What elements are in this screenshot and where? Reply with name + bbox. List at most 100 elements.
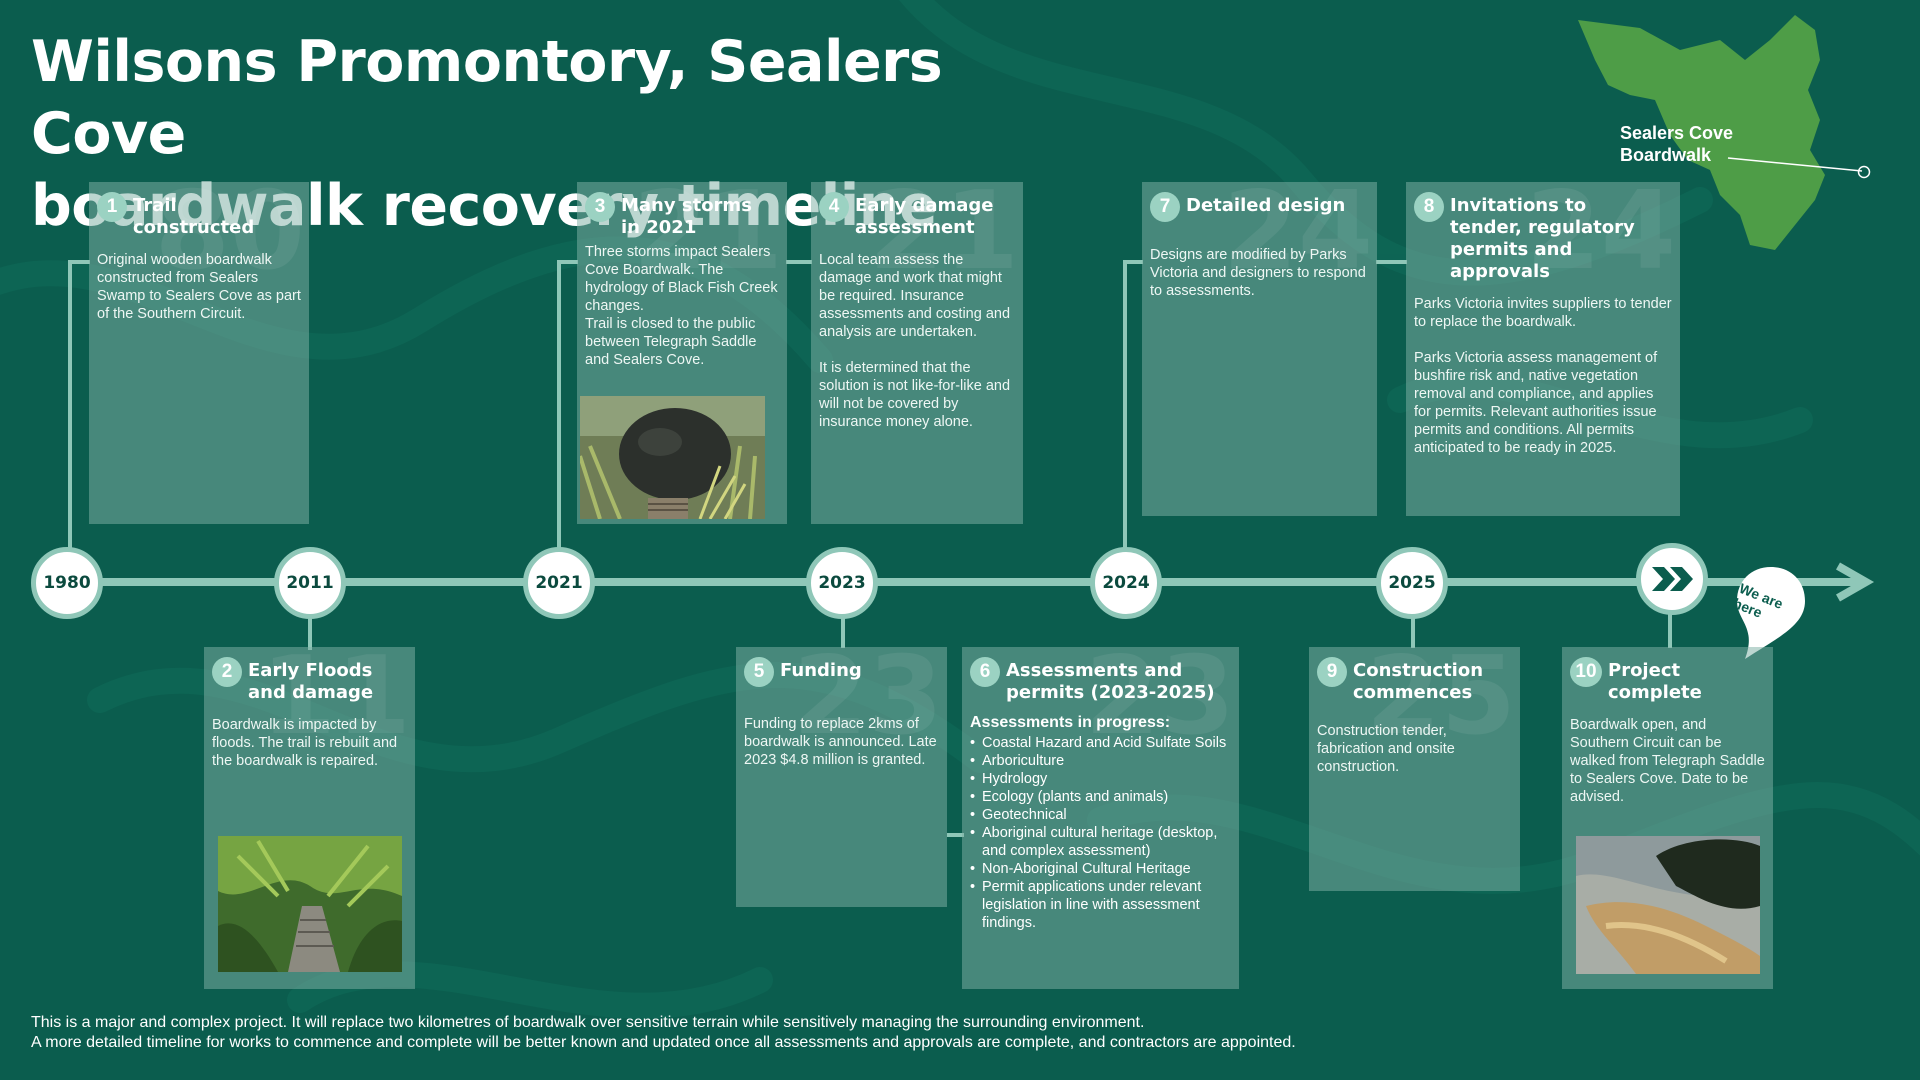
step-badge: 1 [97, 192, 127, 222]
card-header: 5 Funding [744, 657, 939, 687]
card-title-line-1: Project [1608, 660, 1681, 681]
list-item: Hydrology [970, 770, 1231, 788]
card-text: Parks Victoria invites suppliers to tend… [1414, 296, 1672, 330]
step-badge: 6 [970, 657, 1000, 687]
card-title: Early damage assessment [855, 192, 994, 239]
connector-2024 [1123, 260, 1143, 550]
photo-sealers-cove-aerial [1576, 836, 1760, 974]
card-header: 9 Construction commences [1317, 657, 1512, 704]
card-title: Detailed design [1186, 192, 1345, 217]
card-description: Boardwalk open, and Southern Circuit can… [1570, 716, 1765, 806]
step-badge: 5 [744, 657, 774, 687]
card-title-line-1: Construction [1353, 660, 1484, 681]
card-header: 10 Project complete [1570, 657, 1765, 704]
step-badge: 10 [1570, 657, 1602, 687]
card-text: Designs are modified by Parks Victoria a… [1150, 247, 1366, 299]
card-header: 6 Assessments and permits (2023-2025) [970, 657, 1231, 704]
list-item: Non-Aboriginal Cultural Heritage [970, 860, 1231, 878]
card-title-line-2: constructed [133, 217, 255, 238]
card-description: Construction tender, fabrication and ons… [1317, 722, 1512, 776]
list-item: Geotechnical [970, 806, 1231, 824]
card-funding: 23 5 Funding Funding to replace 2kms of … [736, 647, 947, 907]
step-badge: 8 [1414, 192, 1444, 222]
current-position-node [1636, 543, 1708, 615]
card-title: Project complete [1608, 657, 1702, 704]
card-text: It is determined that the solution is no… [819, 360, 1011, 430]
card-text: Construction tender, fabrication and ons… [1317, 723, 1455, 775]
card-invitations-tender: 24 8 Invitations to tender, regulatory p… [1406, 182, 1680, 516]
card-header: 2 Early Floods and damage [212, 657, 407, 704]
assessments-list: Coastal Hazard and Acid Sulfate Soils Ar… [970, 734, 1231, 932]
card-title-line-2: and damage [248, 682, 374, 703]
card-title: Invitations to tender, regulatory permit… [1450, 192, 1672, 283]
card-title-line-2: permits (2023-2025) [1006, 682, 1215, 703]
card-text: Three storms impact Sealers Cove Boardwa… [585, 244, 778, 314]
year-node-2024: 2024 [1090, 547, 1162, 619]
title-line-1: Wilsons Promontory, Sealers Cove [31, 29, 943, 167]
step-badge: 2 [212, 657, 242, 687]
card-title-line-1: Detailed design [1186, 195, 1346, 216]
year-node-2023: 2023 [806, 547, 878, 619]
card-title-line-1: Trail [133, 195, 177, 216]
card-title: Many storms in 2021 [621, 192, 752, 239]
connector-2021 [557, 260, 578, 550]
footer-note: This is a major and complex project. It … [31, 1013, 1531, 1053]
card-description: Funding to replace 2kms of boardwalk is … [744, 715, 939, 769]
card-text: Boardwalk open, and Southern Circuit can… [1570, 717, 1765, 805]
card-description: Boardwalk is impacted by floods. The tra… [212, 716, 407, 770]
card-title-line-2: in 2021 [621, 217, 697, 238]
card-assessments-permits: 23 6 Assessments and permits (2023-2025)… [962, 647, 1239, 989]
card-title-line-1: Invitations to [1450, 195, 1587, 216]
photo-storm-damage [580, 396, 765, 519]
step-badge: 3 [585, 192, 615, 222]
card-title: Trail constructed [133, 192, 254, 239]
list-item: Aboriginal cultural heritage (desktop, a… [970, 824, 1231, 860]
list-item: Arboriculture [970, 752, 1231, 770]
card-title: Funding [780, 657, 862, 682]
list-item: Permit applications under relevant legis… [970, 878, 1231, 932]
card-title: Construction commences [1353, 657, 1483, 704]
card-title-line-2: commences [1353, 682, 1473, 703]
card-description: Local team assess the damage and work th… [819, 251, 1015, 431]
map-label-line-2: Boardwalk [1620, 145, 1712, 165]
card-title-line-1: Funding [780, 660, 862, 681]
year-node-2011: 2011 [274, 547, 346, 619]
connector-1980 [68, 260, 90, 550]
footer-line-2: A more detailed timeline for works to co… [31, 1034, 1296, 1051]
card-header: 7 Detailed design [1150, 192, 1369, 222]
footer-line-1: This is a major and complex project. It … [31, 1014, 1145, 1031]
timeline-arrow-head [1836, 562, 1875, 602]
card-title: Early Floods and damage [248, 657, 373, 704]
map-label: Sealers Cove Boardwalk [1620, 122, 1780, 166]
card-title-line-2: tender, regulatory [1450, 217, 1635, 238]
step-badge: 7 [1150, 192, 1180, 222]
photo-rainforest-boardwalk [218, 836, 402, 972]
card-header: 4 Early damage assessment [819, 192, 1015, 239]
card-text: Boardwalk is impacted by floods. The tra… [212, 717, 398, 769]
card-text: Trail is closed to the public between Te… [585, 316, 757, 368]
card-early-damage-assessment: 21 4 Early damage assessment Local team … [811, 182, 1023, 524]
year-node-2021: 2021 [523, 547, 595, 619]
card-description: Designs are modified by Parks Victoria a… [1150, 246, 1369, 300]
card-header: 1 Trail constructed [97, 192, 301, 239]
card-title-line-1: Early damage [855, 195, 994, 216]
card-text: Parks Victoria assess management of bush… [1414, 350, 1658, 456]
card-header: 8 Invitations to tender, regulatory perm… [1414, 192, 1672, 283]
card-title-line-2: complete [1608, 682, 1702, 703]
card-title-line-1: Assessments and [1006, 660, 1183, 681]
card-text: Local team assess the damage and work th… [819, 252, 1011, 340]
step-badge: 4 [819, 192, 849, 222]
card-detailed-design: 24 7 Detailed design Designs are modifie… [1142, 182, 1377, 516]
card-title-line-1: Many storms [621, 195, 752, 216]
card-text: Funding to replace 2kms of boardwalk is … [744, 716, 937, 768]
assessments-subheading: Assessments in progress: [970, 714, 1171, 731]
map-label-line-1: Sealers Cove [1620, 123, 1734, 143]
card-description: Three storms impact Sealers Cove Boardwa… [585, 243, 779, 369]
card-trail-constructed: 80 1 Trail constructed Original wooden b… [89, 182, 309, 524]
year-node-2025: 2025 [1376, 547, 1448, 619]
step-badge: 9 [1317, 657, 1347, 687]
wilsons-promontory-map [1578, 15, 1825, 250]
card-title-line-1: Early Floods [248, 660, 373, 681]
card-title-line-2: assessment [855, 217, 975, 238]
